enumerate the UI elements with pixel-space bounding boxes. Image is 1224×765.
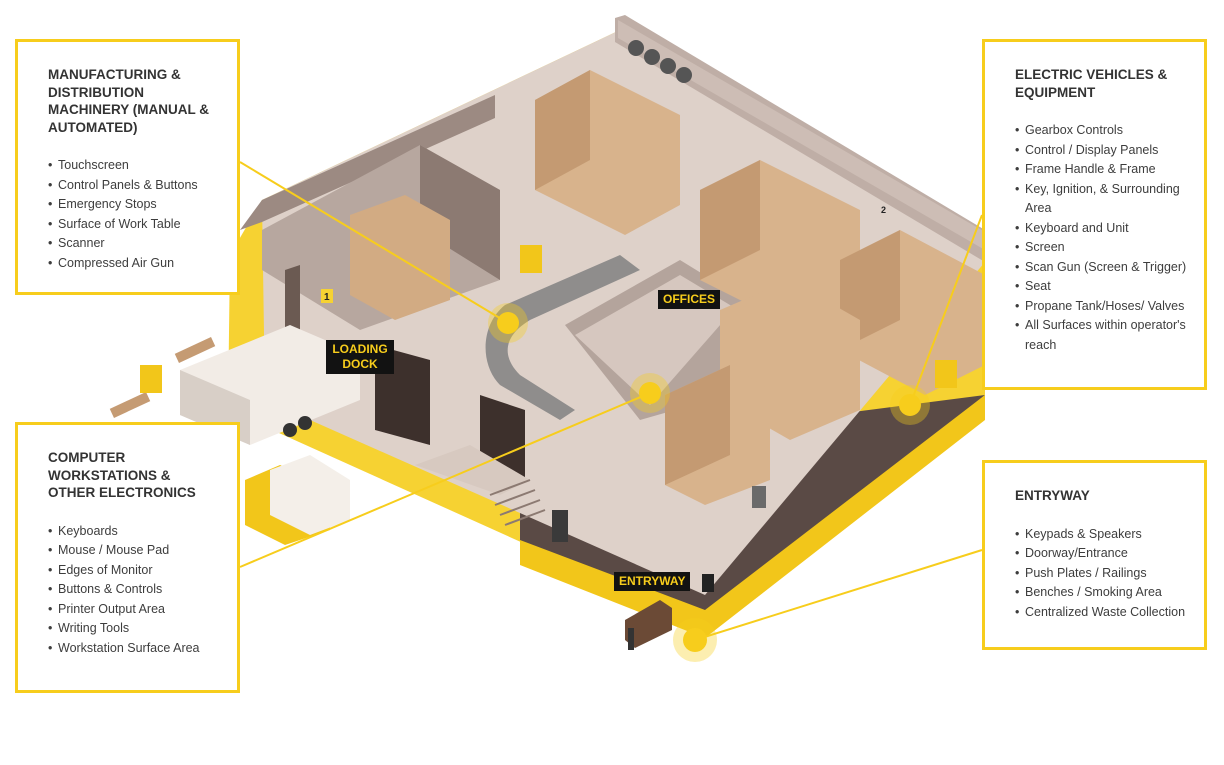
waste-bin bbox=[552, 510, 568, 542]
callout-list: Touchscreen Control Panels & Buttons Eme… bbox=[48, 156, 221, 273]
hotspot-electric[interactable] bbox=[890, 385, 930, 425]
list-item: Mouse / Mouse Pad bbox=[48, 541, 221, 561]
list-item: Screen bbox=[1015, 238, 1188, 258]
callout-computer: COMPUTER WORKSTATIONS & OTHER ELECTRONIC… bbox=[15, 422, 240, 693]
list-item: Emergency Stops bbox=[48, 195, 221, 215]
callout-connector-lines bbox=[239, 161, 983, 641]
list-item: Control / Display Panels bbox=[1015, 141, 1188, 161]
list-item: Control Panels & Buttons bbox=[48, 176, 221, 196]
loading-dock-label: LOADING DOCK bbox=[326, 340, 394, 374]
list-item: Scanner bbox=[48, 234, 221, 254]
dock-wall-post bbox=[285, 265, 300, 335]
truck-wheel-2 bbox=[298, 416, 312, 430]
wall-number-text: 2 bbox=[881, 205, 886, 215]
list-item: Key, Ignition, & Surrounding Area bbox=[1015, 180, 1188, 219]
callout-manufacturing: MANUFACTURING & DISTRIBUTION MACHINERY (… bbox=[15, 39, 240, 295]
bench-ashtray bbox=[628, 628, 634, 650]
callout-list: Keyboards Mouse / Mouse Pad Edges of Mon… bbox=[48, 522, 221, 659]
list-item: Centralized Waste Collection bbox=[1015, 603, 1188, 623]
forklift-2 bbox=[520, 245, 542, 273]
offices-label: OFFICES bbox=[658, 290, 721, 309]
list-item: Benches / Smoking Area bbox=[1015, 583, 1188, 603]
forklift bbox=[140, 365, 162, 393]
entryway-label: ENTRYWAY bbox=[614, 572, 691, 591]
list-item: Buttons & Controls bbox=[48, 580, 221, 600]
foundation-front-yellow bbox=[520, 395, 985, 638]
list-item: Seat bbox=[1015, 277, 1188, 297]
back-right-wall-face bbox=[618, 20, 985, 250]
list-item: Writing Tools bbox=[48, 619, 221, 639]
pallet bbox=[174, 337, 216, 363]
delivery-van-box bbox=[270, 455, 350, 535]
list-item: Push Plates / Railings bbox=[1015, 564, 1188, 584]
wall-fans bbox=[628, 40, 692, 83]
dock-number-text: 1 bbox=[324, 292, 330, 303]
list-item: Doorway/Entrance bbox=[1015, 544, 1188, 564]
shelving-racks bbox=[535, 70, 985, 505]
truck-wheel bbox=[283, 423, 297, 437]
hotspot-computer[interactable] bbox=[630, 373, 670, 413]
back-left-wall bbox=[240, 95, 495, 230]
list-item: Scan Gun (Screen & Trigger) bbox=[1015, 258, 1188, 278]
entry-sign-post bbox=[702, 574, 714, 592]
list-item: Touchscreen bbox=[48, 156, 221, 176]
dock-number-sign bbox=[321, 289, 333, 303]
list-item: Gearbox Controls bbox=[1015, 121, 1188, 141]
list-item: Keypads & Speakers bbox=[1015, 525, 1188, 545]
callout-list: Keypads & Speakers Doorway/Entrance Push… bbox=[1015, 525, 1188, 623]
hotspot-entryway[interactable] bbox=[673, 618, 717, 662]
pallet-2 bbox=[109, 392, 151, 418]
callout-entryway: ENTRYWAY Keypads & Speakers Doorway/Entr… bbox=[982, 460, 1207, 650]
list-item: All Surfaces within operator's reach bbox=[1015, 316, 1188, 355]
list-item: Propane Tank/Hoses/ Valves bbox=[1015, 297, 1188, 317]
callout-title: MANUFACTURING & DISTRIBUTION MACHINERY (… bbox=[48, 67, 209, 135]
list-item: Surface of Work Table bbox=[48, 215, 221, 235]
waste-bin-2 bbox=[752, 486, 766, 508]
callout-list: Gearbox Controls Control / Display Panel… bbox=[1015, 121, 1188, 355]
list-item: Printer Output Area bbox=[48, 600, 221, 620]
forklift-3 bbox=[935, 360, 957, 388]
entry-ramp bbox=[415, 445, 530, 495]
storage-room-wall bbox=[420, 145, 500, 280]
list-item: Frame Handle & Frame bbox=[1015, 160, 1188, 180]
list-item: Keyboard and Unit bbox=[1015, 219, 1188, 239]
list-item: Compressed Air Gun bbox=[48, 254, 221, 274]
list-item: Keyboards bbox=[48, 522, 221, 542]
list-item: Edges of Monitor bbox=[48, 561, 221, 581]
entry-bench bbox=[625, 600, 672, 648]
conveyor-belt bbox=[485, 255, 640, 420]
callout-title: ELECTRIC VEHICLES & EQUIPMENT bbox=[1015, 67, 1168, 100]
callout-title: COMPUTER WORKSTATIONS & OTHER ELECTRONIC… bbox=[48, 450, 196, 500]
entry-stairs bbox=[489, 479, 546, 526]
callout-electric-vehicles: ELECTRIC VEHICLES & EQUIPMENT Gearbox Co… bbox=[982, 39, 1207, 390]
hotspot-manufacturing[interactable] bbox=[488, 303, 528, 343]
callout-title: ENTRYWAY bbox=[1015, 488, 1090, 503]
list-item: Workstation Surface Area bbox=[48, 639, 221, 659]
